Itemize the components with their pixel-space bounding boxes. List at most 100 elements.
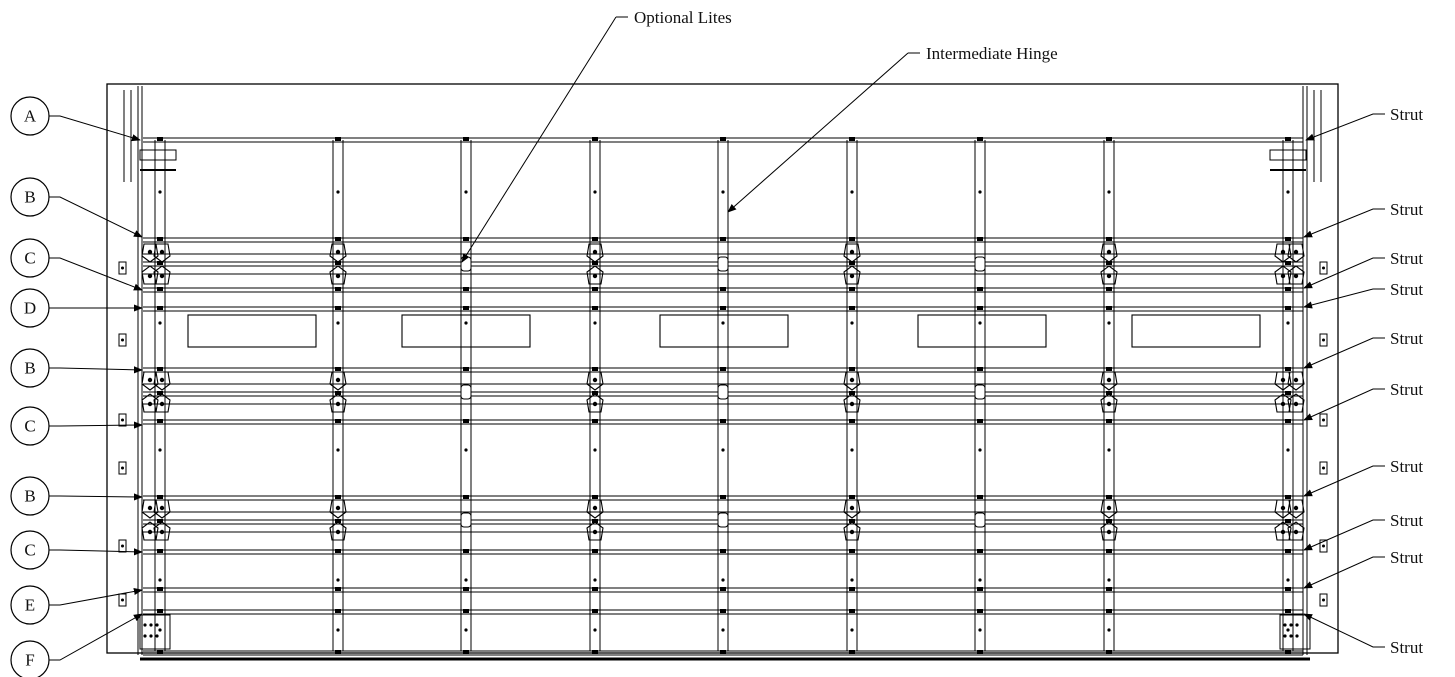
roller-icon — [1319, 261, 1328, 275]
callout-b: B — [10, 476, 143, 516]
hinge-icon — [586, 243, 604, 285]
optional-lites — [187, 314, 1261, 348]
stile — [1282, 137, 1294, 654]
callout-letter: C — [24, 417, 35, 436]
stile — [154, 137, 166, 654]
callout-strut: Strut — [1303, 200, 1423, 238]
hinge-icon — [1100, 371, 1118, 413]
strut-label: Strut — [1390, 457, 1423, 476]
callout-e: E — [10, 585, 143, 625]
callout-c: C — [10, 406, 143, 446]
hinge-icon — [1287, 499, 1305, 541]
hinge-icon — [141, 499, 159, 541]
top-bracket — [139, 149, 177, 171]
strut-label: Strut — [1390, 329, 1423, 348]
hinge-icon — [329, 371, 347, 413]
callout-strut: Strut — [1305, 105, 1423, 141]
hinge-icon — [153, 499, 171, 541]
strut-label: Strut — [1390, 280, 1423, 299]
intermediate-hinge-label: Intermediate Hinge — [926, 44, 1058, 63]
hinge-icon — [1274, 371, 1292, 413]
bottom-bracket — [1279, 614, 1311, 650]
callout-letter: B — [24, 188, 35, 207]
hinge-icon — [1100, 243, 1118, 285]
callout-letter: E — [25, 596, 35, 615]
roller-icon — [118, 333, 127, 347]
callout-strut: Strut — [1303, 280, 1423, 309]
callout-letter: F — [25, 651, 34, 670]
left-callouts: A B C D B C B C E F — [10, 96, 143, 677]
roller-icon — [1319, 333, 1328, 347]
strut-label: Strut — [1390, 511, 1423, 530]
callout-strut: Strut — [1303, 548, 1423, 589]
hinge-icon — [843, 499, 861, 541]
callout-strut: Strut — [1303, 249, 1423, 289]
strut-label: Strut — [1390, 200, 1423, 219]
roller-icon — [118, 593, 127, 607]
callout-c: C — [10, 238, 143, 291]
lite-window — [1131, 314, 1261, 348]
callout-b: B — [10, 177, 143, 238]
strut-label: Strut — [1390, 105, 1423, 124]
callout-letter: C — [24, 249, 35, 268]
callout-letter: B — [24, 487, 35, 506]
callout-letter: D — [24, 299, 36, 318]
right-callouts: StrutStrutStrutStrutStrutStrutStrutStrut… — [1303, 105, 1423, 657]
callout-strut: Strut — [1303, 613, 1423, 657]
callout-strut: Strut — [1303, 511, 1423, 551]
lite-window — [917, 314, 1047, 348]
top-bracket — [1269, 149, 1307, 171]
roller-icon — [1319, 461, 1328, 475]
callout-strut: Strut — [1303, 380, 1423, 421]
callout-optional-lites: Optional Lites — [461, 8, 732, 263]
strut-label: Strut — [1390, 249, 1423, 268]
hinge-icon — [843, 243, 861, 285]
right-track — [1302, 86, 1322, 655]
callout-intermediate-hinge: Intermediate Hinge — [727, 44, 1058, 213]
callout-d: D — [10, 288, 143, 328]
stile — [846, 137, 858, 654]
stile — [589, 137, 601, 654]
strut-label: Strut — [1390, 638, 1423, 657]
callout-c: C — [10, 530, 143, 570]
hinge-icon — [329, 499, 347, 541]
roller-icon — [1319, 593, 1328, 607]
hinge-icon — [1287, 371, 1305, 413]
callout-letter: A — [24, 107, 37, 126]
strut-label: Strut — [1390, 380, 1423, 399]
hinge-icon — [1287, 243, 1305, 285]
hinge-icon — [586, 371, 604, 413]
roller-icon — [1319, 413, 1328, 427]
callout-f: F — [10, 613, 143, 677]
hinge-icon — [1274, 499, 1292, 541]
callout-letter: B — [24, 359, 35, 378]
lite-window — [187, 314, 317, 348]
roller-icon — [118, 539, 127, 553]
strut-label: Strut — [1390, 548, 1423, 567]
hinge-icon — [141, 243, 159, 285]
callout-a: A — [10, 96, 141, 142]
stile — [332, 137, 344, 654]
callout-b: B — [10, 348, 143, 388]
lite-window — [659, 314, 789, 348]
bottom-bracket — [139, 614, 171, 650]
hinge-icon — [329, 243, 347, 285]
callout-letter: C — [24, 541, 35, 560]
hinge-icon — [1100, 499, 1118, 541]
roller-icon — [118, 261, 127, 275]
lite-window — [401, 314, 531, 348]
callout-strut: Strut — [1303, 329, 1423, 369]
roller-icon — [118, 413, 127, 427]
left-track — [123, 86, 143, 655]
hinge-icon — [153, 371, 171, 413]
hinge-icon — [141, 371, 159, 413]
hinge-icon — [1274, 243, 1292, 285]
hinge-icon — [843, 371, 861, 413]
hinge-icon — [586, 499, 604, 541]
stile — [1103, 137, 1115, 654]
callout-strut: Strut — [1303, 457, 1423, 497]
optional-lites-label: Optional Lites — [634, 8, 732, 27]
hinge-icon — [153, 243, 171, 285]
door-sections — [118, 137, 1328, 656]
